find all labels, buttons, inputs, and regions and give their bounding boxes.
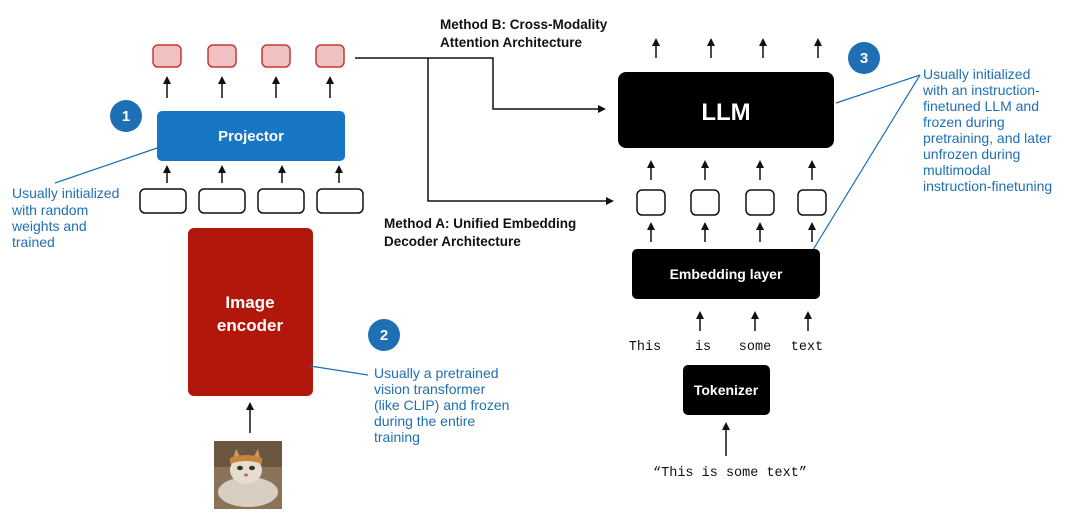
- projected-token: [261, 44, 291, 68]
- image-encoder-label-line1: Image: [225, 293, 274, 312]
- embedding-token: [745, 189, 775, 216]
- token: some: [739, 340, 771, 355]
- method-a-line1: Method A: Unified Embedding: [384, 216, 576, 231]
- encoder-note-line: training: [374, 429, 420, 445]
- llm-box: [618, 72, 834, 148]
- projected-token: [207, 44, 237, 68]
- projector-label: Projector: [218, 128, 284, 145]
- encoder-token: [257, 188, 305, 214]
- badge-2-number: 2: [380, 327, 388, 344]
- tokenizer-box: [683, 365, 770, 415]
- llm-note-line: finetuned LLM and: [923, 98, 1039, 114]
- projected-token: [152, 44, 182, 68]
- projector-note-line: with random: [11, 202, 88, 218]
- method-a-label: Method A: Unified Embedding Decoder Arch…: [384, 216, 580, 249]
- method-b-line2: Attention Architecture: [440, 35, 582, 50]
- image-encoder-label-line2: encoder: [217, 316, 284, 335]
- badge-2: 2: [368, 319, 400, 351]
- llm-label: LLM: [701, 99, 750, 126]
- method-b-line1: Method B: Cross-Modality: [440, 17, 608, 32]
- projector-note-line: Usually initialized: [12, 185, 119, 201]
- token-arrows: [696, 311, 812, 331]
- llm-note-line: multimodal: [923, 162, 991, 178]
- llm-output-arrows: [652, 38, 822, 58]
- token: This: [629, 340, 661, 355]
- token: text: [791, 340, 823, 355]
- projector-note-line: weights and: [11, 218, 87, 234]
- projector-input-arrows: [163, 165, 343, 183]
- embedding-output-arrows: [647, 222, 816, 242]
- encoder-note-pointer: [309, 365, 369, 376]
- llm-input-arrows: [647, 160, 816, 180]
- llm-note-line: frozen during: [923, 114, 1005, 130]
- encoder-token: [139, 188, 187, 214]
- llm-note: Usually initialized with an instruction-…: [922, 66, 1055, 194]
- input-text: “This is some text”: [653, 466, 807, 481]
- image-encoder-box: [188, 228, 313, 396]
- embedding-layer-box: [632, 249, 820, 299]
- llm-note-line: pretraining, and later: [923, 130, 1052, 146]
- llm-note-pointer-1: [835, 74, 921, 104]
- method-b-label: Method B: Cross-Modality Attention Archi…: [440, 17, 611, 50]
- encoder-note-line: (like CLIP) and frozen: [374, 397, 509, 413]
- projector-output-arrows: [163, 76, 334, 98]
- badge-3: 3: [848, 42, 880, 74]
- encoder-output-tokens: [139, 188, 364, 214]
- encoder-note-line: Usually a pretrained: [374, 365, 499, 381]
- badge-3-number: 3: [860, 50, 868, 67]
- projector-note: Usually initialized with random weights …: [11, 185, 123, 250]
- embedding-token: [636, 189, 666, 216]
- projector-note-pointer: [54, 146, 161, 184]
- llm-note-pointer-2: [807, 74, 921, 259]
- llm-note-line: with an instruction-: [922, 82, 1040, 98]
- annotation-lines: [54, 74, 921, 376]
- method-a-line2: Decoder Architecture: [384, 234, 521, 249]
- tokenizer-label: Tokenizer: [694, 382, 759, 398]
- embedding-token: [690, 189, 720, 216]
- badge-1-number: 1: [122, 108, 130, 125]
- embedding-token: [797, 189, 827, 216]
- projector-box: [157, 111, 345, 161]
- projector-note-line: trained: [12, 234, 55, 250]
- embedding-layer-label: Embedding layer: [670, 266, 783, 282]
- token: is: [695, 340, 711, 355]
- projected-tokens: [152, 44, 345, 68]
- encoder-note-line: during the entire: [374, 413, 475, 429]
- method-connectors: [355, 57, 614, 205]
- method-b-connector: [355, 57, 606, 113]
- encoder-token: [316, 188, 364, 214]
- encoder-note: Usually a pretrained vision transformer …: [374, 365, 513, 445]
- badge-1: 1: [110, 100, 142, 132]
- encoder-note-line: vision transformer: [374, 381, 486, 397]
- cat-photo-icon: [214, 441, 282, 509]
- encoder-token: [198, 188, 246, 214]
- projected-token: [315, 44, 345, 68]
- llm-note-line: unfrozen during: [923, 146, 1020, 162]
- llm-note-line: Usually initialized: [923, 66, 1030, 82]
- llm-note-line: instruction-finetuning: [923, 178, 1052, 194]
- method-a-connector: [427, 58, 614, 205]
- embedding-tokens: [636, 189, 827, 216]
